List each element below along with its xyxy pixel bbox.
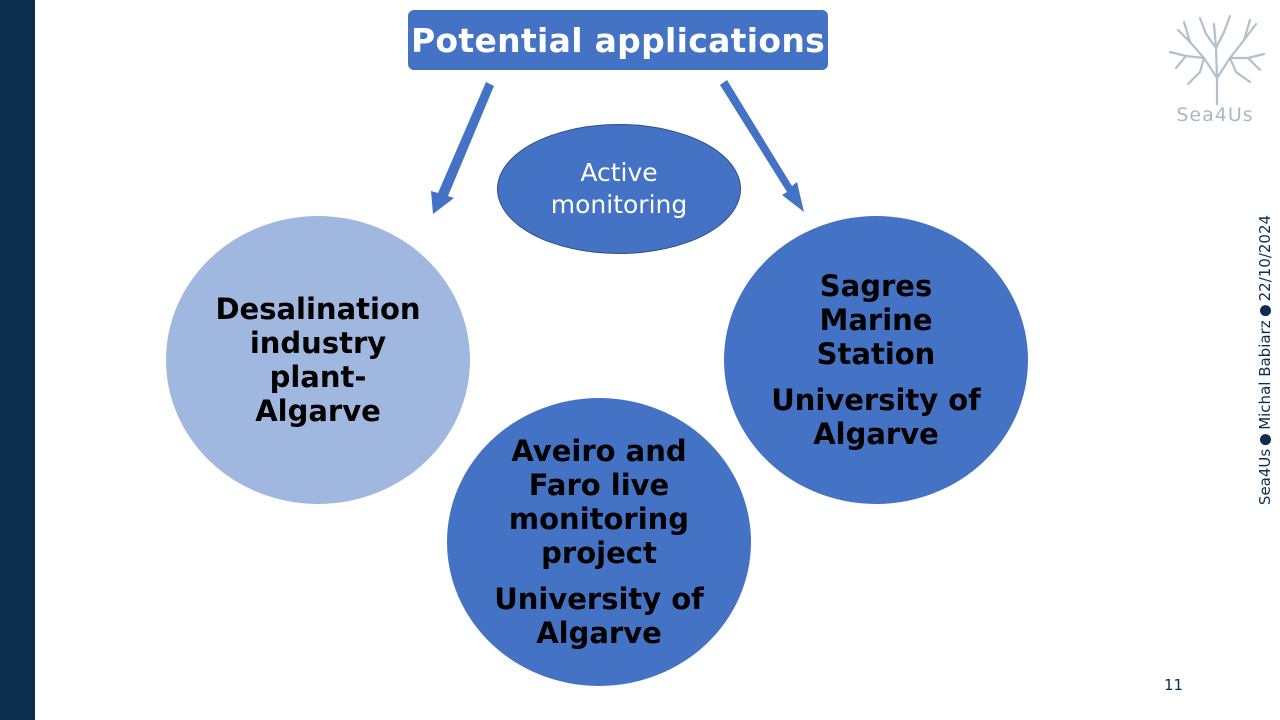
footer-author: Michal Babiarz <box>1256 320 1274 430</box>
ellipse-line-1: Active <box>580 158 658 187</box>
right-line-3: Station <box>816 337 936 371</box>
page-number: 11 <box>1164 676 1184 694</box>
aveiro-faro-circle: Aveiro and Faro live monitoring project … <box>447 398 751 686</box>
bottom-line-2: Faro live <box>528 468 670 502</box>
footer-vertical: Sea4Us Michal Babiarz 22/10/2024 <box>1256 215 1274 505</box>
bottom-line-3: monitoring <box>508 502 690 536</box>
bottom-sub-2: Algarve <box>536 616 662 650</box>
sagres-circle: Sagres Marine Station University of Alga… <box>724 216 1028 504</box>
bottom-line-1: Aveiro and <box>511 434 687 468</box>
right-sub-1: University of <box>771 383 981 417</box>
left-line-1: Desalination <box>215 292 421 326</box>
left-line-3: plant- <box>269 360 367 394</box>
bottom-sub-1: University of <box>494 582 704 616</box>
title-box: Potential applications <box>408 10 828 70</box>
desalination-circle: Desalination industry plant- Algarve <box>166 216 470 504</box>
footer-date: 22/10/2024 <box>1256 214 1274 302</box>
active-monitoring-ellipse: Active monitoring <box>497 124 741 254</box>
left-line-4: Algarve <box>255 394 381 428</box>
left-line-2: industry <box>249 326 387 360</box>
ellipse-line-2: monitoring <box>550 190 688 219</box>
right-line-1: Sagres <box>819 269 933 303</box>
sidebar-bar <box>0 0 35 720</box>
logo-text: Sea4Us <box>1176 104 1254 126</box>
dot-icon <box>1259 305 1271 317</box>
coral-logo-icon <box>1168 14 1266 106</box>
right-line-2: Marine <box>819 303 933 337</box>
footer-org: Sea4Us <box>1256 448 1274 506</box>
bottom-line-4: project <box>541 536 657 570</box>
arrow-left <box>431 82 494 214</box>
page-title: Potential applications <box>410 20 826 60</box>
dot-icon <box>1259 433 1271 445</box>
right-sub-2: Algarve <box>813 417 939 451</box>
